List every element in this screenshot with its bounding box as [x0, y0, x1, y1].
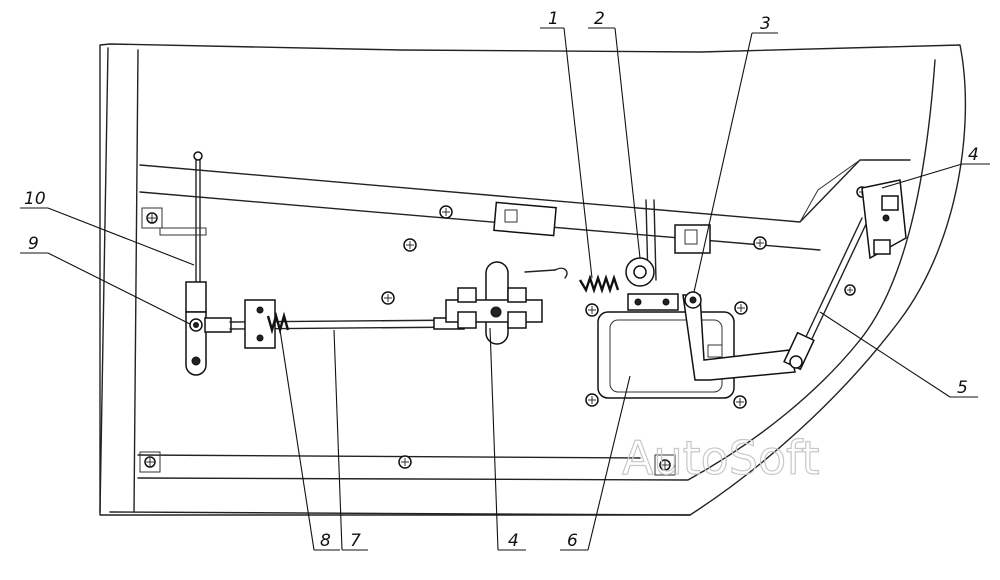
bolt	[654, 454, 676, 476]
callout-3-label: 3	[760, 14, 771, 34]
bolt	[403, 238, 417, 252]
callout-4-top-label: 4	[968, 145, 979, 165]
right-lock-rod	[783, 179, 907, 371]
callout-7: 7	[333, 329, 368, 551]
callout-9-label: 9	[28, 234, 39, 254]
callout-9: 9	[20, 234, 191, 325]
door-panel	[99, 43, 967, 516]
bolt	[139, 451, 161, 473]
callout-1-label: 1	[548, 9, 559, 29]
bolt	[844, 284, 856, 296]
handle-recess	[597, 311, 735, 399]
latch-spring-assembly	[493, 199, 711, 311]
callout-1: 1	[540, 9, 593, 279]
callout-4-top: 4	[881, 145, 990, 189]
callout-5: 5	[819, 311, 978, 398]
callout-5-label: 5	[957, 378, 968, 398]
left-lock-rod	[159, 151, 232, 376]
horizontal-rod	[229, 299, 471, 349]
bolt	[585, 393, 599, 407]
bolt	[734, 301, 748, 315]
callout-8-label: 8	[320, 531, 331, 551]
callout-3: 3	[693, 14, 778, 293]
callout-2-label: 2	[594, 9, 605, 29]
watermark: AutoSoft	[622, 431, 820, 485]
callout-6-label: 6	[567, 531, 578, 551]
bolt	[141, 207, 163, 229]
callout-2: 2	[588, 9, 641, 259]
bolt	[439, 205, 453, 219]
callout-10-label: 10	[24, 189, 46, 209]
bolt	[585, 303, 599, 317]
bolt	[733, 395, 747, 409]
callout-8: 8	[279, 329, 340, 551]
callout-4-bottom-label: 4	[508, 531, 519, 551]
inner-handle	[445, 261, 543, 345]
bolt	[381, 291, 395, 305]
bolt	[398, 455, 412, 469]
callout-4-bottom: 4	[489, 327, 526, 551]
callout-6: 6	[560, 375, 631, 551]
bolt	[753, 236, 767, 250]
callout-7-label: 7	[350, 531, 361, 551]
callout-10: 10	[20, 189, 195, 266]
